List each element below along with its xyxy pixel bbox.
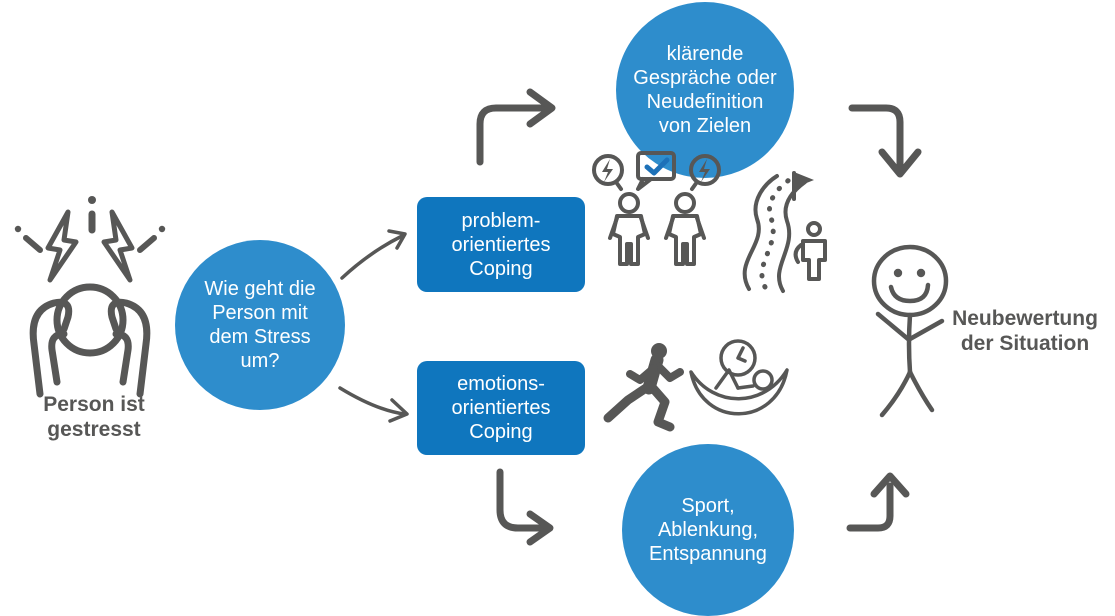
sport-circle-line: Sport,: [681, 495, 735, 517]
stressed-person-label-line: gestresst: [47, 418, 141, 441]
arrow-question-to-emotion: [338, 386, 409, 423]
conversation-icon: [592, 151, 721, 266]
emotion-box-line: emotions-: [457, 373, 545, 395]
problem-box-line: problem-: [461, 209, 541, 232]
talk-circle-line: Gespräche oder: [633, 67, 777, 89]
talk-circle-line: Neudefinition: [646, 91, 764, 113]
arrow-problem-to-talk: [476, 88, 556, 166]
problem-coping-box: problem- orientiertes Coping: [417, 197, 585, 292]
question-circle-line: Wie geht die: [204, 278, 316, 300]
sport-circle-line: Ablenkung,: [657, 519, 759, 541]
talk-circle: klärende Gespräche oder Neudefinition vo…: [616, 2, 794, 178]
sport-circle-line: Entspannung: [649, 543, 767, 565]
talk-circle-line: klärende: [666, 43, 744, 65]
sport-circle: Sport, Ablenkung, Entspannung: [622, 444, 794, 616]
emotion-coping-box: emotions- orientiertes Coping: [417, 361, 585, 455]
stressed-person-label: Person ist gestresst: [18, 392, 170, 442]
problem-box-line: Coping: [469, 257, 533, 280]
question-circle-line: dem Stress: [209, 326, 311, 348]
hammock-icon: [689, 339, 789, 416]
reappraisal-label: Neubewertung der Situation: [946, 306, 1104, 356]
question-circle-line: Person mit: [212, 302, 308, 324]
emotion-box-line: Coping: [469, 421, 533, 443]
talk-circle-line: von Zielen: [658, 115, 752, 137]
problem-box-line: orientiertes: [451, 233, 551, 256]
question-circle-line: um?: [240, 350, 280, 372]
arrow-question-to-problem: [340, 229, 407, 280]
stressed-person-icon: [14, 196, 166, 398]
runner-icon: [603, 343, 684, 432]
reappraisal-label-line: Neubewertung: [952, 307, 1098, 330]
arrow-emotion-to-sport: [496, 468, 554, 546]
happy-person-icon: [871, 244, 949, 418]
emotion-box-line: orientiertes: [451, 397, 551, 419]
arrow-talk-to-result: [848, 104, 922, 178]
question-circle: Wie geht die Person mit dem Stress um?: [175, 240, 345, 410]
stressed-person-label-line: Person ist: [43, 393, 145, 416]
reappraisal-label-line: der Situation: [960, 332, 1090, 355]
path-to-goal-icon: [742, 171, 827, 293]
arrow-sport-to-result: [846, 472, 910, 532]
